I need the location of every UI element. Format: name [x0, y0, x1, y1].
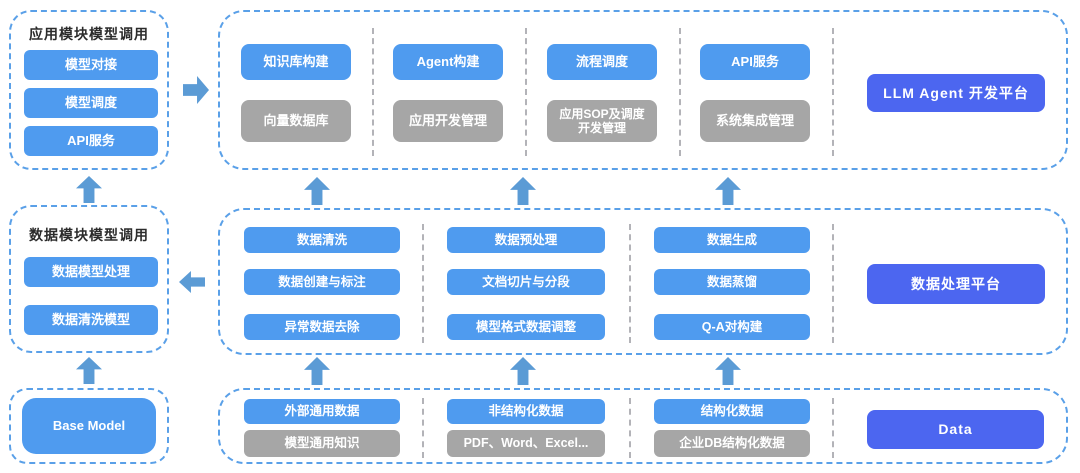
column-divider: [629, 224, 631, 343]
node-process-scheduling: 流程调度: [547, 44, 657, 80]
column-divider: [832, 28, 834, 156]
node-base-model: Base Model: [22, 398, 156, 454]
up-arrow-icon: [510, 357, 536, 385]
column-divider: [372, 28, 374, 156]
node-system-integration-management: 系统集成管理: [700, 100, 810, 142]
node-enterprise-db-structured-data: 企业DB结构化数据: [654, 430, 810, 457]
node-pdf-word-excel: PDF、Word、Excel...: [447, 430, 605, 457]
node-structured-data: 结构化数据: [654, 399, 810, 424]
up-arrow-icon: [76, 176, 102, 203]
app-layer-group: 知识库构建 向量数据库 Agent构建 应用开发管理 流程调度 应用SOP及调度…: [218, 10, 1068, 170]
column-divider: [679, 28, 681, 156]
node-api-service: API服务: [700, 44, 810, 80]
node-api-service-left: API服务: [24, 126, 158, 156]
base-model-group: Base Model: [9, 388, 169, 464]
node-model-scheduling: 模型调度: [24, 88, 158, 118]
app-module-call-group: 应用模块模型调用 模型对接 模型调度 API服务: [9, 10, 169, 170]
node-agent-build: Agent构建: [393, 44, 503, 80]
platform-data: Data: [867, 410, 1044, 449]
node-data-cleaning-model: 数据清洗模型: [24, 305, 158, 335]
node-unstructured-data: 非结构化数据: [447, 399, 605, 424]
node-doc-slicing-segmentation: 文档切片与分段: [447, 269, 605, 295]
data-module-call-group: 数据模块模型调用 数据模型处理 数据清洗模型: [9, 205, 169, 353]
platform-llm-agent-dev: LLM Agent 开发平台: [867, 74, 1045, 112]
column-divider: [832, 398, 834, 458]
node-sop-scheduling-dev-management: 应用SOP及调度 开发管理: [547, 100, 657, 142]
column-divider: [422, 398, 424, 458]
node-abnormal-data-removal: 异常数据去除: [244, 314, 400, 340]
node-external-general-data: 外部通用数据: [244, 399, 400, 424]
up-arrow-icon: [304, 177, 330, 205]
up-arrow-icon: [304, 357, 330, 385]
node-data-distillation: 数据蒸馏: [654, 269, 810, 295]
node-app-dev-management: 应用开发管理: [393, 100, 503, 142]
source-layer-group: 外部通用数据 模型通用知识 非结构化数据 PDF、Word、Excel... 结…: [218, 388, 1068, 464]
node-qa-pair-build: Q-A对构建: [654, 314, 810, 340]
column-divider: [832, 224, 834, 343]
node-data-preprocessing: 数据预处理: [447, 227, 605, 253]
column-divider: [422, 224, 424, 343]
left-arrow-icon: [179, 271, 205, 293]
platform-data-processing: 数据处理平台: [867, 264, 1045, 304]
up-arrow-icon: [510, 177, 536, 205]
right-arrow-icon: [183, 76, 209, 104]
node-data-creation-annotation: 数据创建与标注: [244, 269, 400, 295]
node-model-format-adjustment: 模型格式数据调整: [447, 314, 605, 340]
node-data-model-processing: 数据模型处理: [24, 257, 158, 287]
data-module-call-title: 数据模块模型调用: [29, 227, 149, 243]
up-arrow-icon: [76, 357, 102, 384]
node-model-general-knowledge: 模型通用知识: [244, 430, 400, 457]
node-data-cleaning: 数据清洗: [244, 227, 400, 253]
column-divider: [525, 28, 527, 156]
column-divider: [629, 398, 631, 458]
data-layer-group: 数据清洗 数据创建与标注 异常数据去除 数据预处理 文档切片与分段 模型格式数据…: [218, 208, 1068, 355]
node-data-generation: 数据生成: [654, 227, 810, 253]
up-arrow-icon: [715, 177, 741, 205]
app-module-call-title: 应用模块模型调用: [29, 26, 149, 42]
node-vector-database: 向量数据库: [241, 100, 351, 142]
node-knowledge-base-build: 知识库构建: [241, 44, 351, 80]
node-model-docking: 模型对接: [24, 50, 158, 80]
up-arrow-icon: [715, 357, 741, 385]
